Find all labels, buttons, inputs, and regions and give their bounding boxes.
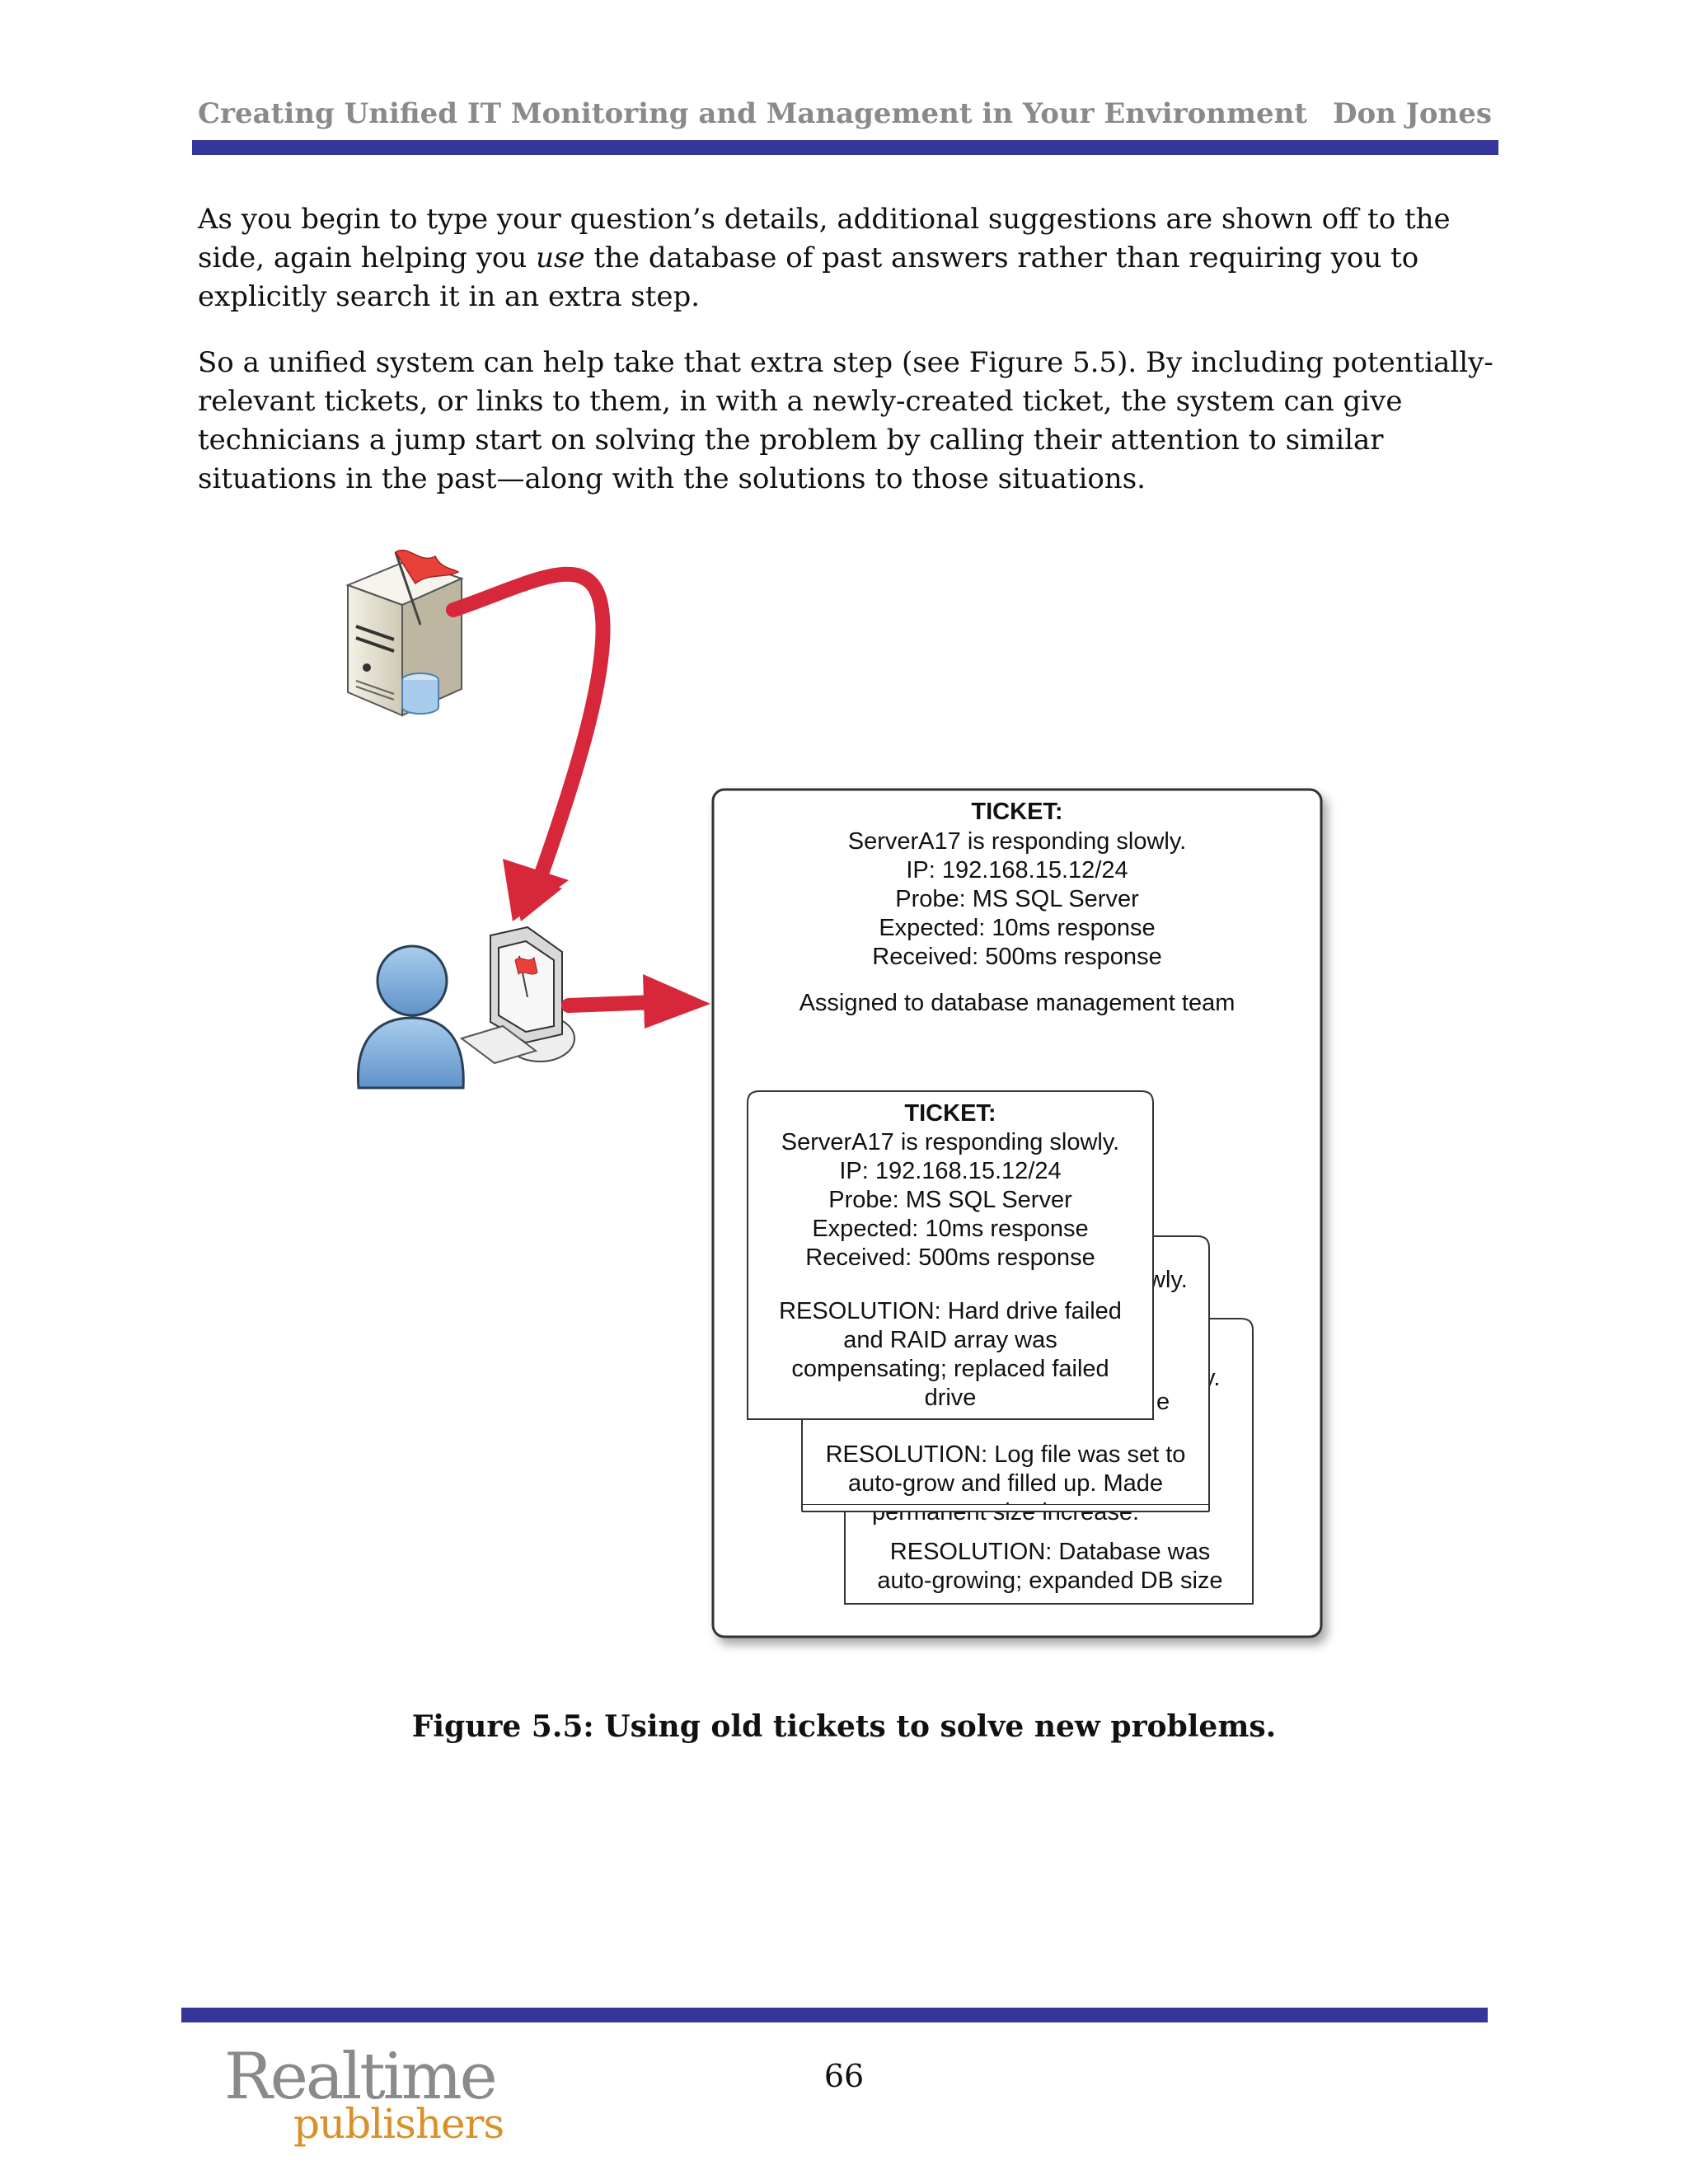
footer-rule [181, 2008, 1488, 2022]
main-ticket-line-4: Expected: 10ms response [879, 915, 1155, 941]
logo-word-realtime: Realtime [224, 2040, 498, 2114]
document-author: Don Jones [1333, 97, 1492, 130]
line-text: side, again helping you [198, 241, 537, 274]
server-icon [345, 559, 464, 717]
main-ticket-heading: TICKET: [971, 799, 1062, 825]
figure-diagram: TICKET: ServerA17 is responding slowly. … [345, 550, 1323, 1638]
arrow-to-ticket [561, 974, 710, 1029]
old-ticket-front-line-3: Probe: MS SQL Server [828, 1187, 1072, 1213]
emphasis-text: use [536, 241, 585, 274]
old-ticket-middle-peek: wly. [1147, 1267, 1188, 1293]
old-ticket-middle-peek-char: e [1156, 1389, 1170, 1415]
header-rule [192, 140, 1498, 155]
old-ticket-front-heading: TICKET: [904, 1100, 996, 1127]
paragraph-2: So a unified system can help take that e… [198, 344, 1493, 499]
paragraph-2-line-4: situations in the past—along with the so… [198, 462, 1146, 495]
old-ticket-middle-resolution-1: RESOLUTION: Log file was set to [826, 1441, 1186, 1468]
flag-icon [394, 550, 460, 626]
old-ticket-middle-resolution-2: auto-grow and filled up. Made [848, 1470, 1163, 1497]
paragraph-1-line-1: As you begin to type your question’s det… [198, 203, 1451, 236]
figure-caption: Figure 5.5: Using old tickets to solve n… [411, 1709, 1277, 1744]
old-ticket-front-line-2: IP: 192.168.15.12/24 [839, 1158, 1061, 1184]
main-ticket-assignment: Assigned to database management team [799, 990, 1236, 1016]
main-ticket-line-5: Received: 500ms response [872, 944, 1161, 970]
old-ticket-front: TICKET: ServerA17 is responding slowly. … [747, 1090, 1154, 1420]
publisher-logo: Realtime publishers [224, 2044, 504, 2151]
old-ticket-back-resolution-1: RESOLUTION: Database was [890, 1539, 1210, 1565]
main-ticket-line-2: IP: 192.168.15.12/24 [906, 857, 1128, 883]
old-ticket-front-resolution-2: and RAID array was [843, 1327, 1057, 1353]
paragraph-1-line-3: explicitly search it in an extra step. [198, 280, 701, 313]
old-ticket-front-line-4: Expected: 10ms response [812, 1216, 1088, 1242]
page-header: Creating Unified IT Monitoring and Manag… [198, 97, 1492, 138]
main-ticket-line-1: ServerA17 is responding slowly. [848, 828, 1187, 855]
paragraph-2-line-3: technicians a jump start on solving the … [198, 424, 1384, 457]
paragraph-2-line-1: So a unified system can help take that e… [198, 346, 1493, 379]
old-ticket-front-resolution-4: drive [925, 1385, 977, 1411]
old-ticket-front-resolution-1: RESOLUTION: Hard drive failed [779, 1298, 1122, 1324]
line-text: the database of past answers rather than… [584, 241, 1419, 274]
old-ticket-front-line-5: Received: 500ms response [805, 1244, 1095, 1271]
page-number: 66 [823, 2058, 865, 2094]
paragraph-2-line-2: relevant tickets, or links to them, in w… [198, 385, 1403, 418]
logo-word-publishers: publishers [293, 2100, 504, 2148]
user-icon [356, 944, 465, 1090]
old-ticket-back-resolution-2: auto-growing; expanded DB size [877, 1568, 1222, 1594]
old-ticket-front-resolution-3: compensating; replaced failed [791, 1356, 1109, 1382]
figure-5-5: TICKET: ServerA17 is responding slowly. … [330, 536, 1352, 1673]
paragraph-1: As you begin to type your question’s det… [198, 200, 1492, 316]
main-ticket-line-3: Probe: MS SQL Server [895, 886, 1139, 912]
document-title: Creating Unified IT Monitoring and Manag… [198, 97, 1308, 130]
workstation-icon [459, 926, 575, 1065]
alert-arrow-down [446, 566, 611, 921]
old-ticket-front-line-1: ServerA17 is responding slowly. [781, 1129, 1120, 1155]
paragraph-1-line-2: side, again helping you use the database… [198, 239, 1492, 278]
